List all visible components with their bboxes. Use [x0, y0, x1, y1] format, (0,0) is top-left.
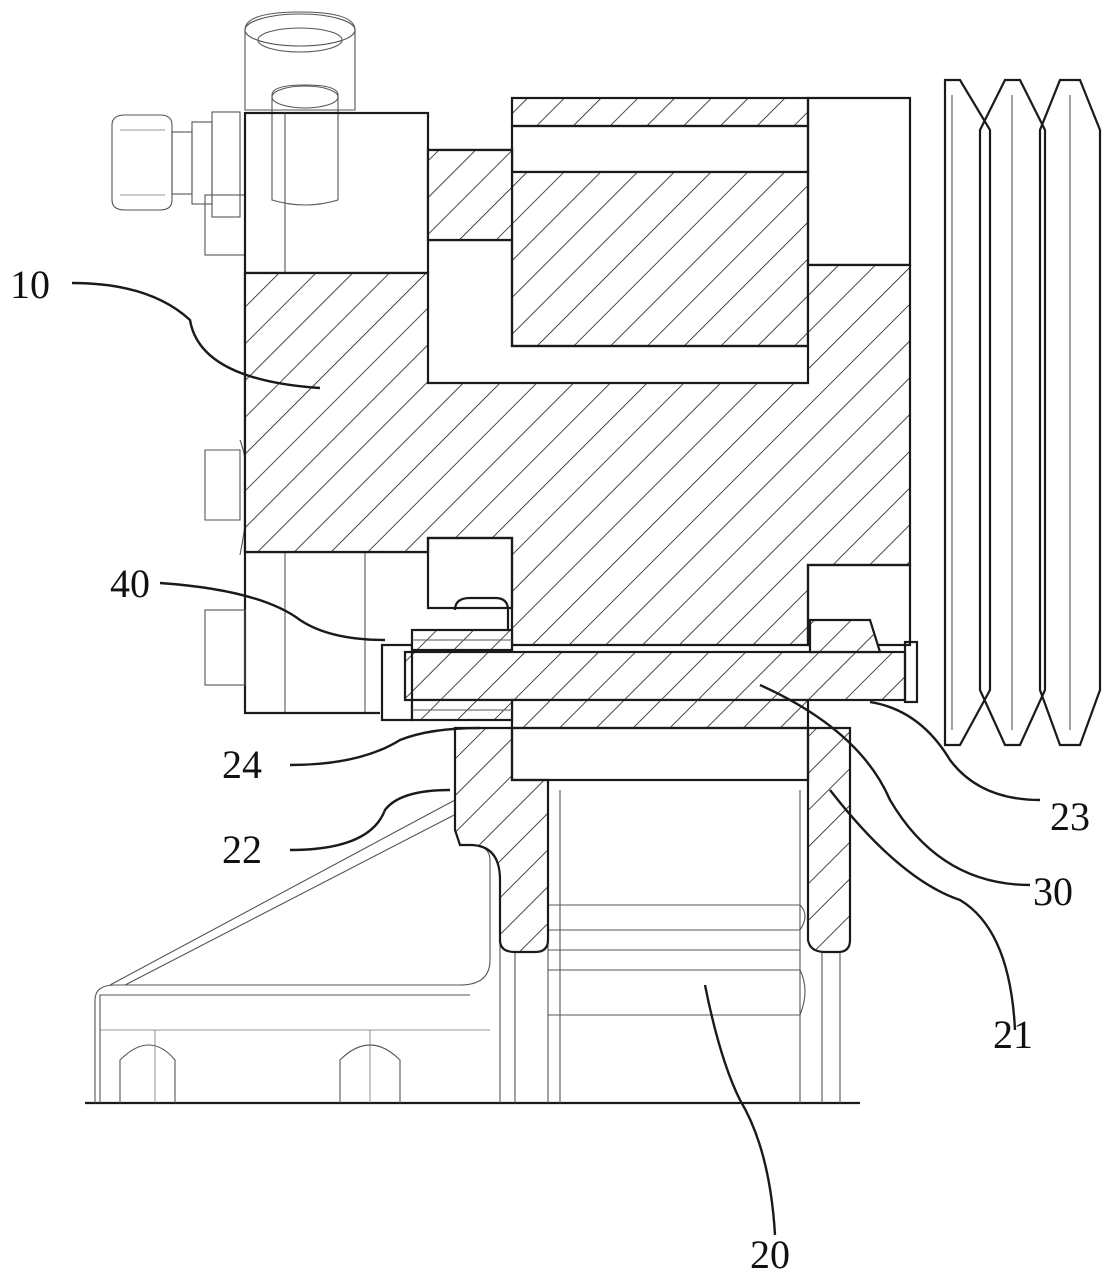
base-support: [85, 790, 860, 1105]
label-40: 40: [110, 561, 150, 606]
label-10: 10: [10, 262, 50, 307]
bracket: [453, 726, 852, 954]
reference-labels: 10 40 24 22 23 30 21 20: [10, 262, 1090, 1277]
pin-assembly: [380, 618, 919, 730]
label-22: 22: [222, 827, 262, 872]
threaded-screw: [410, 628, 514, 722]
label-30: 30: [1033, 869, 1073, 914]
label-24: 24: [222, 742, 262, 787]
pulley: [943, 78, 1102, 747]
hatched-body: [243, 96, 912, 647]
leader-lines: [71, 281, 1041, 1236]
label-21: 21: [993, 1012, 1033, 1057]
label-20: 20: [750, 1232, 790, 1277]
label-23: 23: [1050, 794, 1090, 839]
fittings: [111, 11, 356, 256]
